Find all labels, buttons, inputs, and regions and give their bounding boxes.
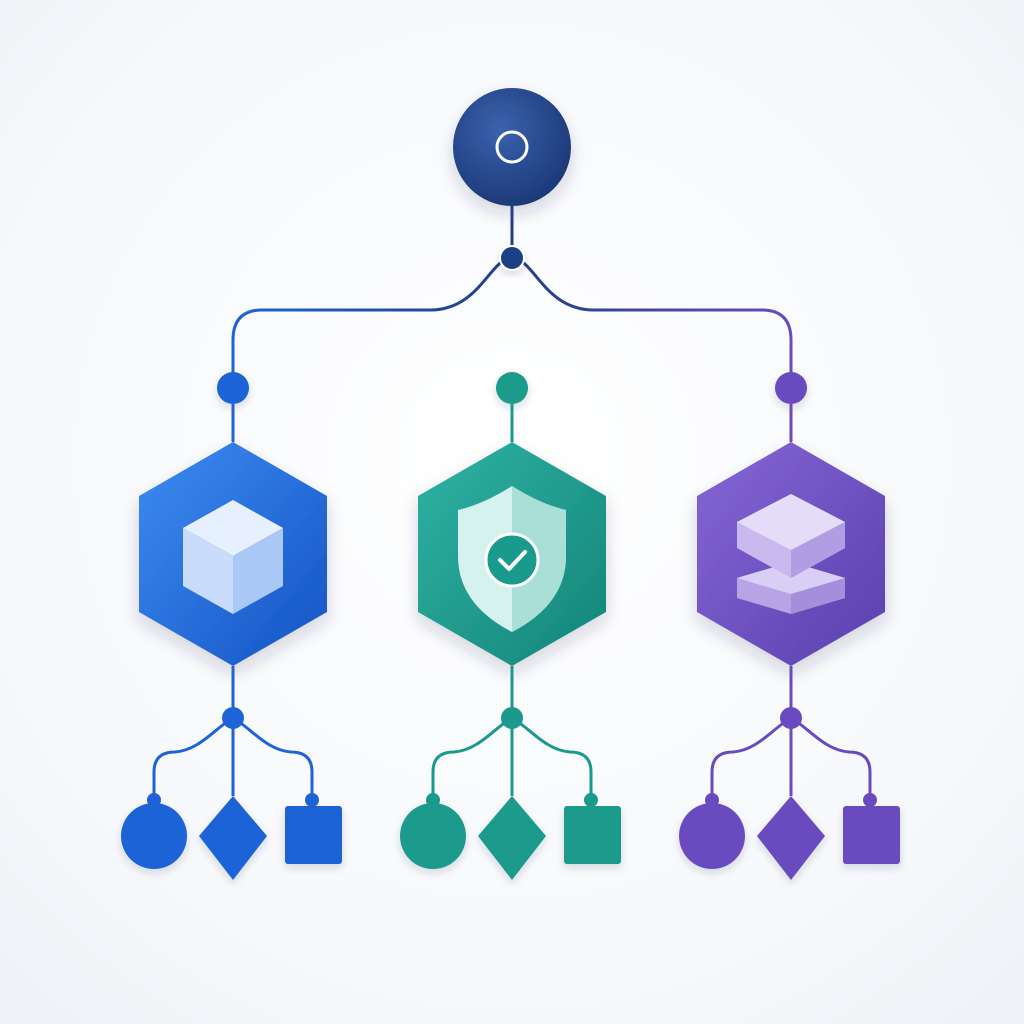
circle-shape-icon[interactable] <box>121 803 187 869</box>
square-shape-icon[interactable] <box>285 806 342 864</box>
connector-right <box>511 256 793 374</box>
root-node[interactable] <box>453 88 571 206</box>
circle-shape-icon[interactable] <box>400 803 466 869</box>
cube-icon <box>183 500 283 614</box>
branch-dot-teal <box>496 372 528 404</box>
stacked-layers-icon <box>737 494 845 614</box>
branch-purple <box>679 372 900 880</box>
hub-hexagon-blue[interactable] <box>139 442 327 666</box>
diamond-shape-icon[interactable] <box>478 796 546 880</box>
circle-ring-icon <box>495 130 529 164</box>
root-junction-dot <box>499 245 525 271</box>
diamond-shape-icon[interactable] <box>199 796 267 880</box>
branch-blue <box>121 372 342 880</box>
diamond-shape-icon[interactable] <box>757 796 825 880</box>
branch-teal <box>400 372 621 880</box>
square-shape-icon[interactable] <box>843 806 900 864</box>
circle-shape-icon[interactable] <box>679 803 745 869</box>
shield-check-icon <box>458 486 566 632</box>
hub-hexagon-teal[interactable] <box>418 442 606 666</box>
hub-hexagon-purple[interactable] <box>697 442 885 666</box>
connector-left <box>231 256 513 374</box>
branch-dot-purple <box>775 372 807 404</box>
square-shape-icon[interactable] <box>564 806 621 864</box>
branch-dot-blue <box>217 372 249 404</box>
